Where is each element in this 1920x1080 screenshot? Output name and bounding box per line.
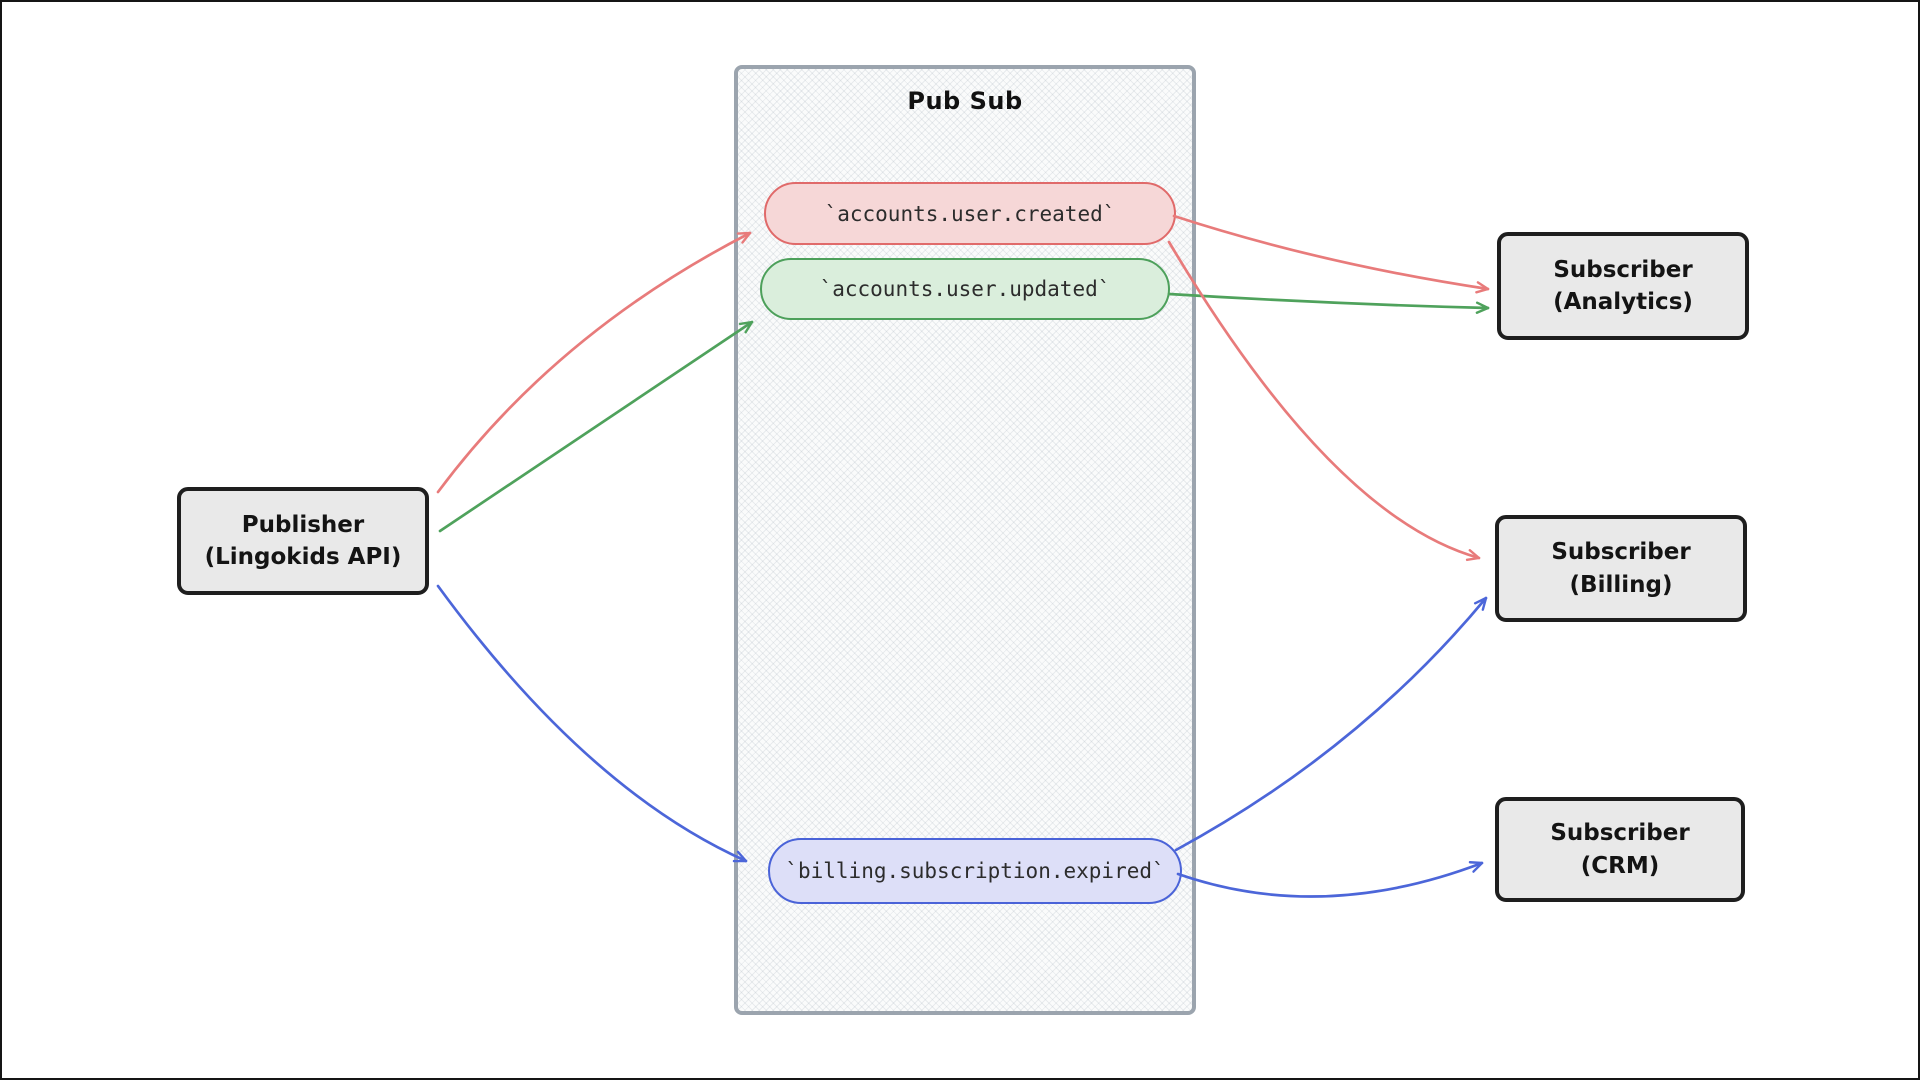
node-subscriber-analytics[interactable]: Subscriber (Analytics)	[1497, 232, 1749, 340]
edge-expired-to-crm[interactable]	[1176, 861, 1484, 898]
topic-label: `accounts.user.updated`	[819, 277, 1111, 301]
edge-publisher-to-updated[interactable]	[438, 320, 754, 533]
edge-publisher-to-expired[interactable]	[436, 584, 748, 863]
subscriber-label-line1: Subscriber	[1553, 256, 1693, 283]
edge-created-to-billing[interactable]	[1167, 240, 1481, 562]
node-subscriber-billing[interactable]: Subscriber (Billing)	[1495, 515, 1747, 622]
node-subscriber-crm[interactable]: Subscriber (CRM)	[1495, 797, 1745, 902]
topic-label: `accounts.user.created`	[824, 201, 1116, 226]
subscriber-label-line1: Subscriber	[1550, 820, 1690, 847]
node-publisher[interactable]: Publisher (Lingokids API)	[177, 487, 429, 595]
subscriber-label-line2: (CRM)	[1580, 852, 1660, 879]
topic-label: `billing.subscription.expired`	[785, 859, 1165, 883]
topic-accounts-user-updated[interactable]: `accounts.user.updated`	[760, 258, 1170, 320]
subscriber-label-line2: (Analytics)	[1553, 289, 1693, 315]
subscriber-label-line2: (Billing)	[1569, 571, 1673, 598]
edge-expired-to-billing[interactable]	[1174, 596, 1488, 852]
edge-updated-to-analytics[interactable]	[1167, 292, 1490, 314]
subscriber-label-line1: Subscriber	[1551, 539, 1691, 566]
publisher-label-line2: (Lingokids API)	[204, 544, 402, 570]
pubsub-title: Pub Sub	[907, 87, 1023, 115]
publisher-label-line1: Publisher	[241, 511, 365, 538]
topic-billing-subscription-expired[interactable]: `billing.subscription.expired`	[768, 838, 1182, 904]
edge-created-to-analytics[interactable]	[1172, 214, 1490, 294]
topic-accounts-user-created[interactable]: `accounts.user.created`	[764, 182, 1176, 245]
edge-publisher-to-created[interactable]	[436, 231, 752, 494]
